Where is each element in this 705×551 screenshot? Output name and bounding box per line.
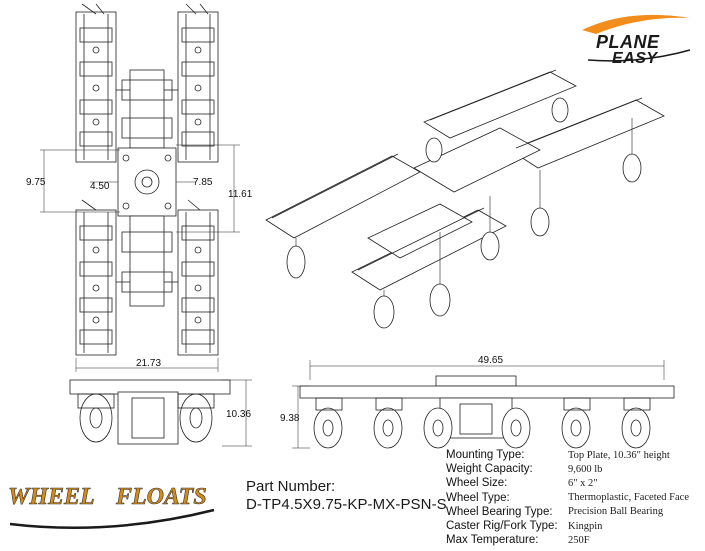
spec-label: Wheel Type: <box>446 491 510 504</box>
specifications-table: Mounting Type: Top Plate, 10.36" height … <box>446 448 704 547</box>
spec-label: Wheel Size: <box>446 477 508 490</box>
spec-label: Wheel Bearing Type: <box>446 505 553 518</box>
part-number-label: Part Number: <box>246 478 336 495</box>
plane-easy-logo-line2: EASY <box>612 50 658 67</box>
spec-label: Max Temperature: <box>446 534 539 547</box>
top-view-plate-upper-left <box>75 3 117 163</box>
wheel-floats-logo-underline <box>9 508 215 530</box>
dim-21-73: 21.73 <box>136 358 161 369</box>
spec-row-wheel-type: Wheel Type: Thermoplastic, Faceted Face <box>446 491 704 505</box>
spec-value: Kingpin <box>568 520 603 532</box>
top-view-plate-lower-left <box>75 199 117 356</box>
wheel-floats-logo-word2: FLOATS <box>116 484 207 511</box>
spec-value: 250F <box>568 534 590 546</box>
spec-row-wheel-bearing-type: Wheel Bearing Type: Precision Ball Beari… <box>446 505 704 519</box>
spec-label: Caster Rig/Fork Type: <box>446 520 558 533</box>
spec-row-max-temperature: Max Temperature: 250F <box>446 533 704 547</box>
dim-10-36: 10.36 <box>226 409 251 420</box>
spec-value: Precision Ball Bearing <box>568 506 664 518</box>
wheel-floats-logo-word1: WHEEL <box>8 484 95 511</box>
spec-row-wheel-size: Wheel Size: 6" x 2" <box>446 476 704 490</box>
top-view-plate-lower-right <box>177 199 219 356</box>
spec-value: 6" x 2" <box>568 477 598 489</box>
front-view <box>292 360 675 449</box>
spec-label: Mounting Type: <box>446 449 525 462</box>
dim-7-85: 7.85 <box>193 177 213 188</box>
spec-value: Top Plate, 10.36" height <box>568 449 670 461</box>
spec-row-caster-rig-fork-type: Caster Rig/Fork Type: Kingpin <box>446 519 704 533</box>
dim-11-61: 11.61 <box>228 189 253 200</box>
side-view <box>69 379 252 447</box>
spec-value: Thermoplastic, Faceted Face <box>568 492 689 504</box>
dim-9-38: 9.38 <box>280 413 300 424</box>
plane-easy-logo: PLANE EASY <box>590 22 690 67</box>
top-view-plate-upper-right <box>177 3 219 163</box>
front-view-wheels <box>313 407 651 449</box>
dim-9-75: 9.75 <box>26 177 46 188</box>
dim-4-50: 4.50 <box>90 181 110 192</box>
wheel-floats-logo: WHEEL FLOATS <box>8 482 218 524</box>
spec-row-weight-capacity: Weight Capacity: 9,600 lb <box>446 462 704 476</box>
dim-49-65: 49.65 <box>478 355 503 366</box>
top-view <box>40 3 240 372</box>
spec-value: 9,600 lb <box>568 463 603 475</box>
spec-label: Weight Capacity: <box>446 463 533 476</box>
spec-row-mounting-type: Mounting Type: Top Plate, 10.36" height <box>446 448 704 462</box>
isometric-view <box>265 69 665 329</box>
part-number-value: D-TP4.5X9.75-KP-MX-PSN-S <box>246 496 447 513</box>
plane-easy-logo-line1: PLANE <box>596 32 660 52</box>
top-view-center-spine <box>116 69 178 307</box>
isometric-wheels <box>286 97 642 329</box>
plane-easy-logo-swoosh <box>582 14 691 62</box>
